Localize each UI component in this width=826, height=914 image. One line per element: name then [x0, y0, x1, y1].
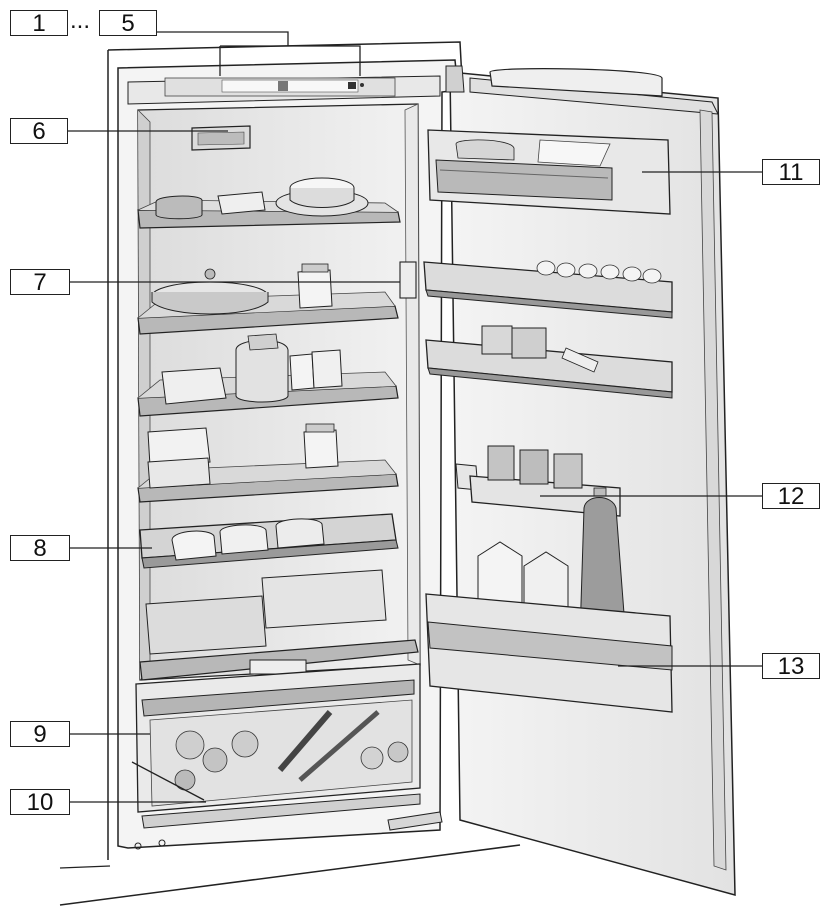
glass-shelf-1: [137, 177, 401, 229]
floor-edge: [59, 865, 111, 869]
callout-13: 13: [762, 653, 820, 680]
glass-shelf-2: [137, 263, 399, 335]
callout-11: 11: [762, 159, 820, 186]
door-shelf-jars: [425, 325, 673, 399]
control-display: [164, 77, 396, 97]
chill-drawer: [139, 513, 399, 569]
shelf-handle: [249, 659, 307, 675]
bottom-hinge: [387, 811, 443, 831]
vegetable-drawer: [135, 663, 421, 813]
bottle-shelf: [425, 487, 673, 713]
callout-5: 5: [99, 10, 157, 37]
glass-shelf-5: [139, 569, 419, 681]
door-switch: [399, 261, 417, 299]
callout-10: 10: [10, 789, 70, 816]
interior-right-wall: [404, 103, 421, 666]
callout-7: 7: [10, 269, 70, 296]
door-shelf-eggs: [423, 260, 673, 319]
callout-8: 8: [10, 535, 70, 562]
floor-line: [59, 844, 521, 906]
glass-shelf-4: [137, 423, 399, 503]
callout-1: 1: [10, 10, 68, 37]
top-hinge: [445, 65, 465, 93]
callout-12: 12: [762, 483, 820, 510]
interior-light: [191, 125, 251, 151]
leader-lines: [68, 31, 764, 803]
callout-6: 6: [10, 118, 68, 145]
butter-compartment: [427, 129, 671, 215]
callout-range-separator: ...: [70, 7, 91, 34]
humidity-controller: [141, 793, 421, 829]
callout-9: 9: [10, 721, 70, 748]
glass-shelf-3: [137, 333, 399, 417]
